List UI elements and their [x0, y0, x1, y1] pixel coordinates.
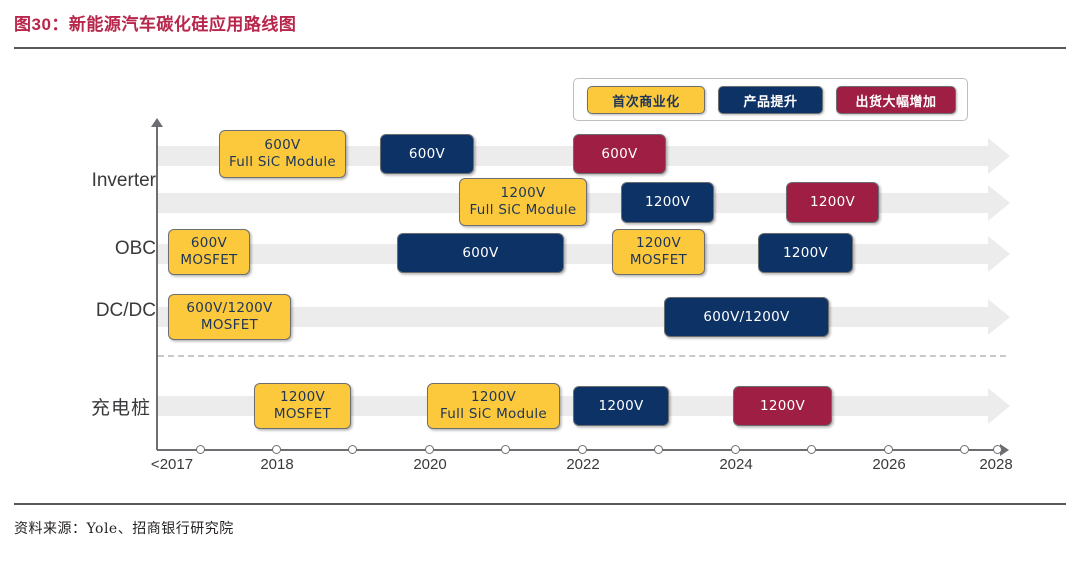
- milestone-line1: 1200V: [598, 397, 644, 414]
- title-divider: [14, 47, 1066, 49]
- milestone-line1: 1200V: [635, 235, 682, 251]
- milestone-charging-1200v-improvement[interactable]: 1200V: [573, 386, 669, 426]
- milestone-line2: Full SiC Module: [439, 406, 547, 422]
- track-obc-arrowhead: [988, 236, 1010, 272]
- axis-tick: [807, 445, 816, 454]
- milestone-line1: 600V: [264, 137, 301, 153]
- y-axis-line: [156, 120, 158, 450]
- axis-tick-label: 2026: [872, 456, 906, 473]
- milestone-line2: MOSFET: [200, 317, 259, 333]
- milestone-charging-1200v-mosfet[interactable]: 1200V MOSFET: [254, 383, 351, 429]
- milestone-charging-1200v-shipment[interactable]: 1200V: [733, 386, 832, 426]
- axis-tick-label: 2020: [413, 456, 447, 473]
- section-divider: [158, 355, 1006, 357]
- axis-tick: [501, 445, 510, 454]
- axis-tick-label: 2018: [260, 456, 294, 473]
- milestone-line1: 600V: [408, 145, 446, 162]
- axis-tick: [578, 445, 587, 454]
- axis-tick-label: <2017: [150, 456, 194, 473]
- milestone-obc-600v-improvement[interactable]: 600V: [397, 233, 564, 273]
- milestone-line1: 600V: [601, 145, 638, 162]
- milestone-obc-1200v-improvement[interactable]: 1200V: [758, 233, 853, 273]
- milestone-line1: 600V/1200V: [186, 300, 273, 316]
- milestone-obc-1200v-mosfet[interactable]: 1200V MOSFET: [612, 229, 705, 275]
- milestone-inverter-1200v-shipment[interactable]: 1200V: [786, 182, 879, 223]
- track-obc: [158, 244, 988, 264]
- legend-item-first-commercialization[interactable]: 首次商业化: [587, 86, 705, 114]
- y-axis-arrowhead: [151, 118, 163, 127]
- axis-tick-label: 2024: [719, 456, 753, 473]
- milestone-inverter-600v-full-sic-module[interactable]: 600V Full SiC Module: [219, 130, 346, 178]
- milestone-line2: MOSFET: [273, 406, 332, 422]
- axis-tick: [993, 445, 1002, 454]
- axis-tick-label: 2028: [979, 456, 1013, 473]
- milestone-line1: 1200V: [644, 194, 691, 210]
- legend: 首次商业化 产品提升 出货大幅增加: [573, 78, 968, 121]
- milestone-line2: Full SiC Module: [228, 154, 336, 170]
- milestone-inverter-1200v-improvement[interactable]: 1200V: [621, 182, 714, 223]
- milestone-line2: MOSFET: [180, 252, 238, 268]
- milestone-line2: MOSFET: [629, 252, 688, 268]
- milestone-inverter-600v-shipment[interactable]: 600V: [573, 134, 666, 174]
- axis-tick: [425, 445, 434, 454]
- row-label-dcdc: DC/DC: [95, 300, 156, 321]
- track-dcdc-arrowhead: [988, 299, 1010, 335]
- milestone-line1: 600V: [462, 244, 499, 261]
- milestone-line2: Full SiC Module: [469, 202, 577, 218]
- milestone-line1: 1200V: [470, 389, 517, 405]
- x-axis-arrowhead: [1000, 444, 1009, 456]
- milestone-obc-600v-mosfet[interactable]: 600V MOSFET: [168, 229, 250, 275]
- legend-item-product-improvement[interactable]: 产品提升: [718, 86, 823, 114]
- page-title: 图30：新能源汽车碳化硅应用路线图: [14, 15, 297, 34]
- axis-tick: [272, 445, 281, 454]
- axis-tick: [960, 445, 969, 454]
- milestone-line1: 600V: [190, 235, 228, 251]
- legend-item-shipment-surge[interactable]: 出货大幅增加: [836, 86, 956, 114]
- axis-tick: [348, 445, 357, 454]
- milestone-line1: 1200V: [759, 397, 806, 414]
- axis-tick: [196, 445, 205, 454]
- milestone-dcdc-600v-1200v-improvement[interactable]: 600V/1200V: [664, 297, 829, 337]
- axis-tick: [654, 445, 663, 454]
- milestone-line1: 1200V: [782, 244, 829, 261]
- axis-tick: [884, 445, 893, 454]
- milestone-inverter-1200v-full-sic-module[interactable]: 1200V Full SiC Module: [459, 178, 587, 226]
- track-charging-pile-arrowhead: [988, 388, 1010, 424]
- milestone-inverter-600v-improvement[interactable]: 600V: [380, 134, 474, 174]
- footer-divider: [14, 503, 1066, 505]
- milestone-charging-1200v-full-sic-module[interactable]: 1200V Full SiC Module: [427, 383, 560, 429]
- track-inverter-lane2-arrowhead: [988, 185, 1010, 221]
- milestone-dcdc-600v-1200v-mosfet[interactable]: 600V/1200V MOSFET: [168, 294, 291, 340]
- milestone-line1: 600V/1200V: [703, 308, 790, 325]
- row-label-inverter: Inverter: [91, 170, 156, 191]
- milestone-line1: 1200V: [500, 185, 546, 201]
- row-label-charging-pile: 充电桩: [90, 397, 151, 419]
- axis-tick-label: 2022: [566, 456, 600, 473]
- milestone-line1: 1200V: [279, 389, 326, 405]
- track-inverter-lane1-arrowhead: [988, 138, 1010, 174]
- source-note: 资料来源：Yole、招商银行研究院: [14, 521, 234, 537]
- row-label-obc: OBC: [114, 238, 156, 259]
- milestone-line1: 1200V: [809, 194, 856, 210]
- axis-tick: [731, 445, 740, 454]
